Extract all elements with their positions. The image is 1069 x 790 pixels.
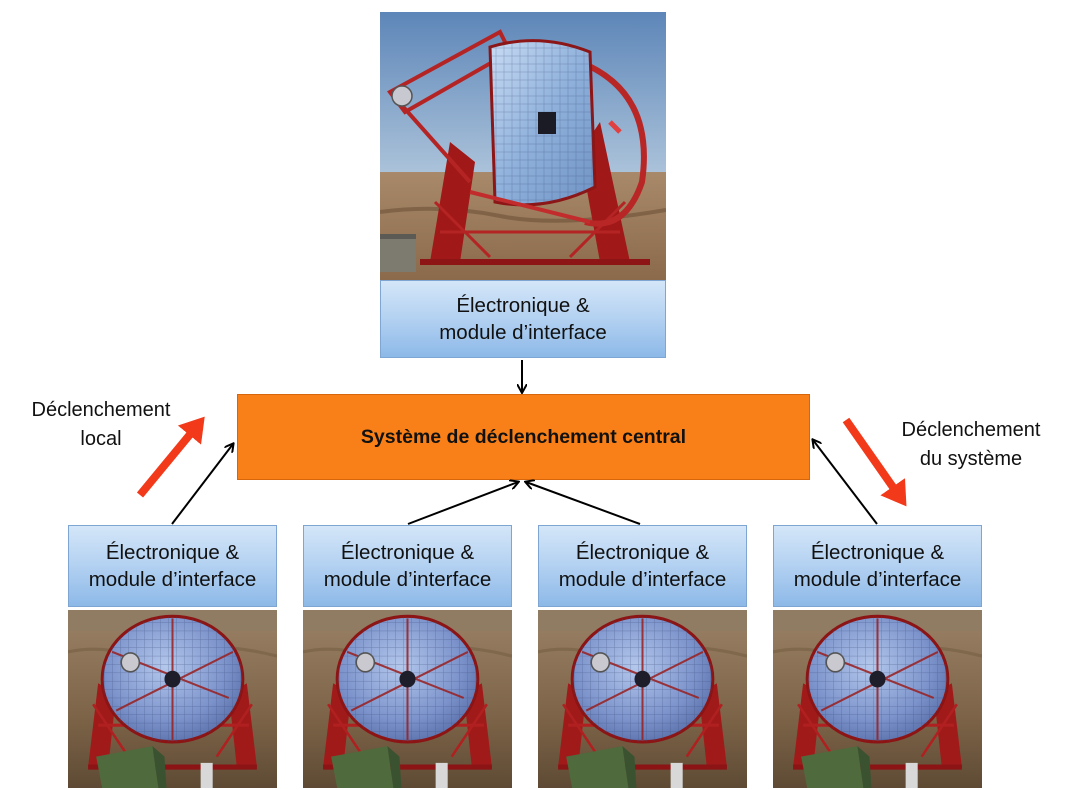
system-trigger-arrow	[842, 417, 907, 507]
local-trigger-line2: local	[80, 428, 122, 450]
bottom-module-1-line2: module d’interface	[88, 568, 257, 591]
top-module-line1: Électronique &	[456, 294, 590, 317]
local-trigger-line1: Déclenchement	[31, 399, 171, 421]
bottom-module-2-line2: module d’interface	[323, 568, 492, 591]
bottom-module-3-line1: Électronique &	[575, 541, 710, 564]
system-trigger-line1: Déclenchement	[901, 419, 1041, 441]
bottom-electronics-module-2: Électronique & module d’interface	[303, 525, 512, 607]
local-trigger-arrow	[136, 416, 205, 498]
bottom-module-3-line2: module d’interface	[558, 568, 727, 591]
bottom-module-1-line1: Électronique &	[105, 541, 240, 564]
top-module-line2: module d’interface	[439, 321, 607, 344]
module-3-connector	[526, 482, 641, 525]
central-system-label: Système de déclenchement central	[360, 425, 687, 448]
module-1-connector	[171, 444, 233, 525]
local-trigger-label: Déclenchement local	[6, 396, 196, 454]
bottom-electronics-module-1: Électronique & module d’interface	[68, 525, 277, 607]
system-trigger-label: Déclenchement du système	[876, 416, 1066, 474]
bottom-electronics-module-4: Électronique & module d’interface	[773, 525, 982, 607]
bottom-module-2-line1: Électronique &	[340, 541, 475, 564]
large-telescope-photo	[380, 12, 666, 280]
system-trigger-line2: du système	[919, 448, 1023, 470]
bottom-electronics-module-3: Électronique & module d’interface	[538, 525, 747, 607]
module-2-connector	[407, 482, 518, 525]
module-4-connector	[813, 440, 878, 525]
bottom-module-4-line2: module d’interface	[793, 568, 962, 591]
central-trigger-system: Système de déclenchement central	[237, 394, 810, 480]
bottom-module-4-line1: Électronique &	[810, 541, 945, 564]
top-electronics-module: Électronique & module d’interface	[380, 280, 666, 358]
